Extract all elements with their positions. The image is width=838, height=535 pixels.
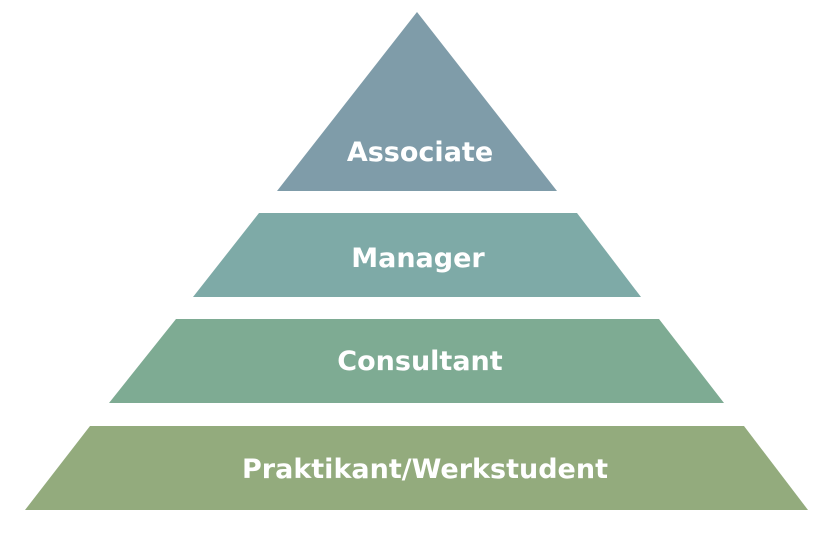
tier-label-associate: Associate bbox=[347, 137, 493, 168]
pyramid-tier-praktikant-werkstudent bbox=[25, 426, 808, 510]
pyramid-tier-associate bbox=[277, 12, 557, 191]
tier-label-consultant: Consultant bbox=[337, 346, 502, 377]
pyramid-tier-consultant bbox=[109, 319, 724, 403]
pyramid-tier-manager bbox=[193, 213, 641, 297]
tier-label-manager: Manager bbox=[351, 243, 485, 274]
tier-label-praktikant-werkstudent: Praktikant/Werkstudent bbox=[242, 454, 608, 485]
